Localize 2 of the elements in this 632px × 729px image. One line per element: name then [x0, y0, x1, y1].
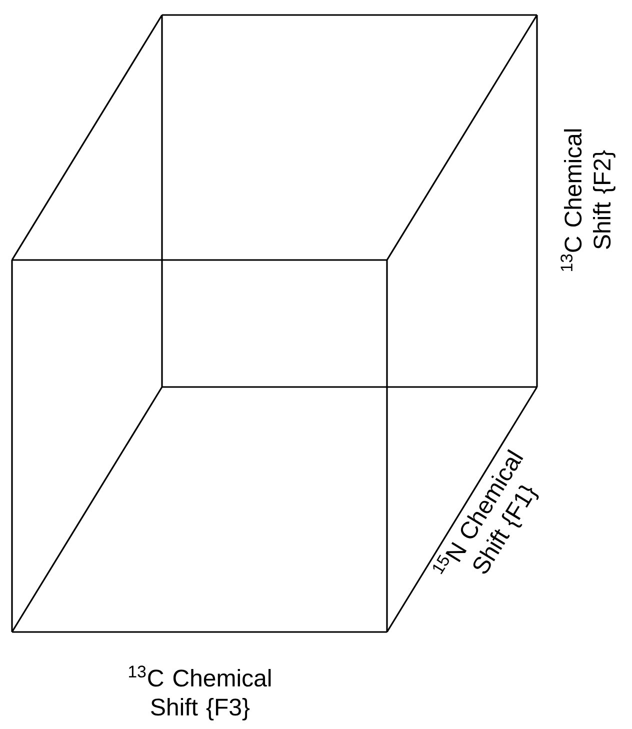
axis-label: $^{13}$C Chemical Shift {F3}	[129, 666, 271, 720]
axis-label: $^{13}$C Chemical Shift {F2}	[560, 129, 616, 271]
